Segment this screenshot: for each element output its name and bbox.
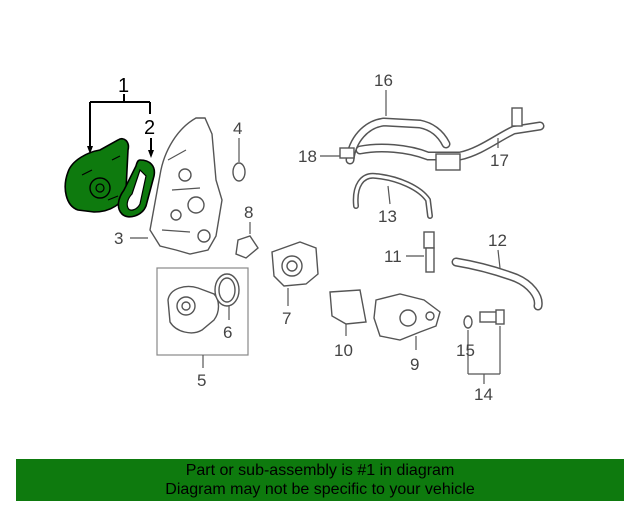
part-15-washer[interactable] [463, 315, 473, 329]
part-3-housing[interactable] [149, 117, 223, 255]
callout-8: 8 [244, 203, 253, 222]
part-11-fitting[interactable] [423, 231, 435, 273]
leader-14 [467, 326, 501, 384]
part-1-water-pump[interactable] [64, 137, 130, 213]
callout-18: 18 [298, 147, 317, 166]
callout-10: 10 [334, 341, 353, 360]
callout-7: 7 [282, 309, 291, 328]
callout-2: 2 [144, 117, 155, 139]
leader-13 [387, 185, 391, 205]
part-2-gasket[interactable] [117, 159, 156, 218]
callout-16: 16 [374, 71, 393, 90]
banner-line-1: Part or sub-assembly is #1 in diagram [185, 462, 455, 479]
callout-15: 15 [456, 341, 475, 360]
callout-3: 3 [114, 229, 123, 248]
leader-12 [497, 249, 501, 269]
part-7-thermostat-housing[interactable] [271, 241, 319, 287]
part-5-thermostat[interactable] [167, 285, 220, 334]
callout-13: 13 [378, 207, 397, 226]
part-16-pipe[interactable] [345, 117, 451, 165]
part-6-seal-ring[interactable] [214, 273, 240, 307]
callout-1: 1 [118, 75, 129, 97]
info-banner: Part or sub-assembly is #1 in diagram Di… [16, 459, 624, 501]
part-14-bolt[interactable] [479, 309, 505, 325]
part-9-water-outlet[interactable] [373, 293, 441, 341]
part-18-clamp[interactable] [339, 147, 355, 159]
banner-line-2: Diagram may not be specific to your vehi… [165, 481, 475, 498]
part-8-gasket[interactable] [235, 235, 259, 259]
callout-11: 11 [384, 247, 402, 266]
part-10-plate[interactable] [329, 289, 367, 325]
part-17-pipe[interactable] [355, 107, 545, 171]
part-4-o-ring[interactable] [232, 162, 246, 182]
callout-4: 4 [233, 119, 242, 138]
callout-17: 17 [490, 151, 509, 170]
callout-9: 9 [410, 355, 419, 374]
callout-5: 5 [197, 371, 206, 390]
leader-1 [89, 94, 151, 150]
callout-14: 14 [474, 385, 493, 404]
callout-6: 6 [223, 323, 232, 342]
callout-12: 12 [488, 231, 507, 250]
